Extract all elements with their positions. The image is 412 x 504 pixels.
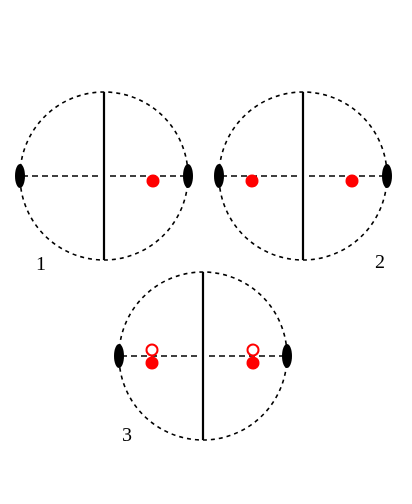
diagram-number-label: 3	[122, 424, 132, 446]
spindle-pole-right	[183, 164, 193, 188]
cell-diagram-2: 2	[214, 91, 392, 273]
cell-diagram-3: 3	[114, 271, 292, 446]
diagram-number-label: 2	[375, 251, 385, 273]
cell-diagram-1: 1	[15, 91, 193, 275]
chromosome-dot-filled-right	[345, 174, 359, 188]
spindle-pole-left	[214, 164, 224, 188]
chromosome-dot-open-right	[246, 343, 260, 357]
chromosome-dot-filled-right	[246, 356, 260, 370]
chromosome-dot-open-left	[145, 343, 159, 357]
chromosome-dot-filled-right	[146, 174, 160, 188]
spindle-pole-left	[15, 164, 25, 188]
spindle-pole-right	[282, 344, 292, 368]
chromosome-dot-filled-left	[145, 356, 159, 370]
chromosome-dot-filled-left	[245, 174, 259, 188]
diagram-number-label: 1	[36, 253, 46, 275]
spindle-pole-left	[114, 344, 124, 368]
spindle-pole-right	[382, 164, 392, 188]
